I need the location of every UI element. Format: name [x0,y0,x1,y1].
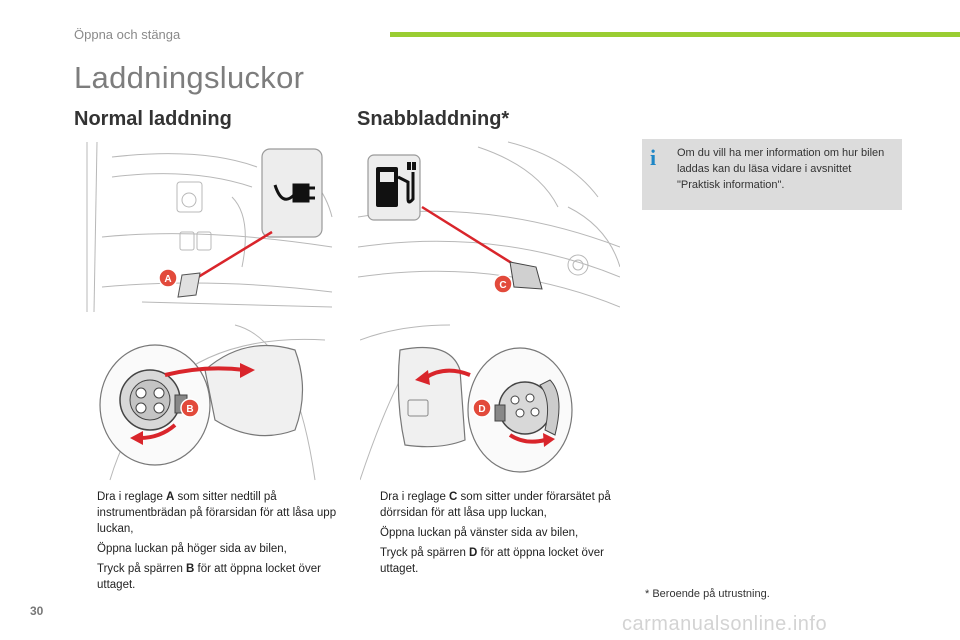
callout-b [180,398,200,418]
list-item: Öppna luckan på vänster sida av bilen, [380,527,579,539]
info-icon: i [650,145,657,170]
normal-charging-steps: Dra i reglage A som sitter nedtill på in… [77,489,342,597]
watermark: carmanualsonline.info [622,613,828,635]
page-number: 30 [30,604,44,618]
callout-a [158,268,178,288]
list-item: Öppna luckan på höger sida av bilen, [97,543,287,555]
dashboard-lever-illustration: A [82,137,337,315]
fast-charging-steps: Dra i reglage C som sitter under förarsä… [360,489,620,581]
fuel-pump-icon [376,162,416,207]
callout-d-label: D [478,404,485,415]
list-item: Tryck på spärren D för att öppna locket … [380,547,604,575]
callout-c-label: C [499,280,506,291]
info-box [642,139,902,210]
callout-c [493,274,513,294]
info-text: Om du vill ha mer information om hur bil… [677,147,885,191]
list-item: Dra i reglage C som sitter under förarsä… [380,491,611,519]
plug-icon [273,183,315,203]
fast-socket-illustration: D [360,320,620,485]
normal-socket-illustration: B [95,320,335,485]
seat-lever-illustration: C [358,137,620,315]
list-item: Tryck på spärren B för att öppna locket … [97,563,321,591]
fast-charging-heading: Snabbladdning* [357,108,510,130]
page-title: Laddningsluckor [74,60,305,95]
header-accent-bar [390,32,960,37]
callout-b-label: B [186,404,193,415]
callout-a-label: A [164,274,171,285]
callout-d [472,398,492,418]
footnote: * Beroende på utrustning. [645,588,770,600]
list-item: Dra i reglage A som sitter nedtill på in… [97,491,337,535]
normal-charging-heading: Normal laddning [74,108,232,130]
section-header: Öppna och stänga [74,27,181,42]
